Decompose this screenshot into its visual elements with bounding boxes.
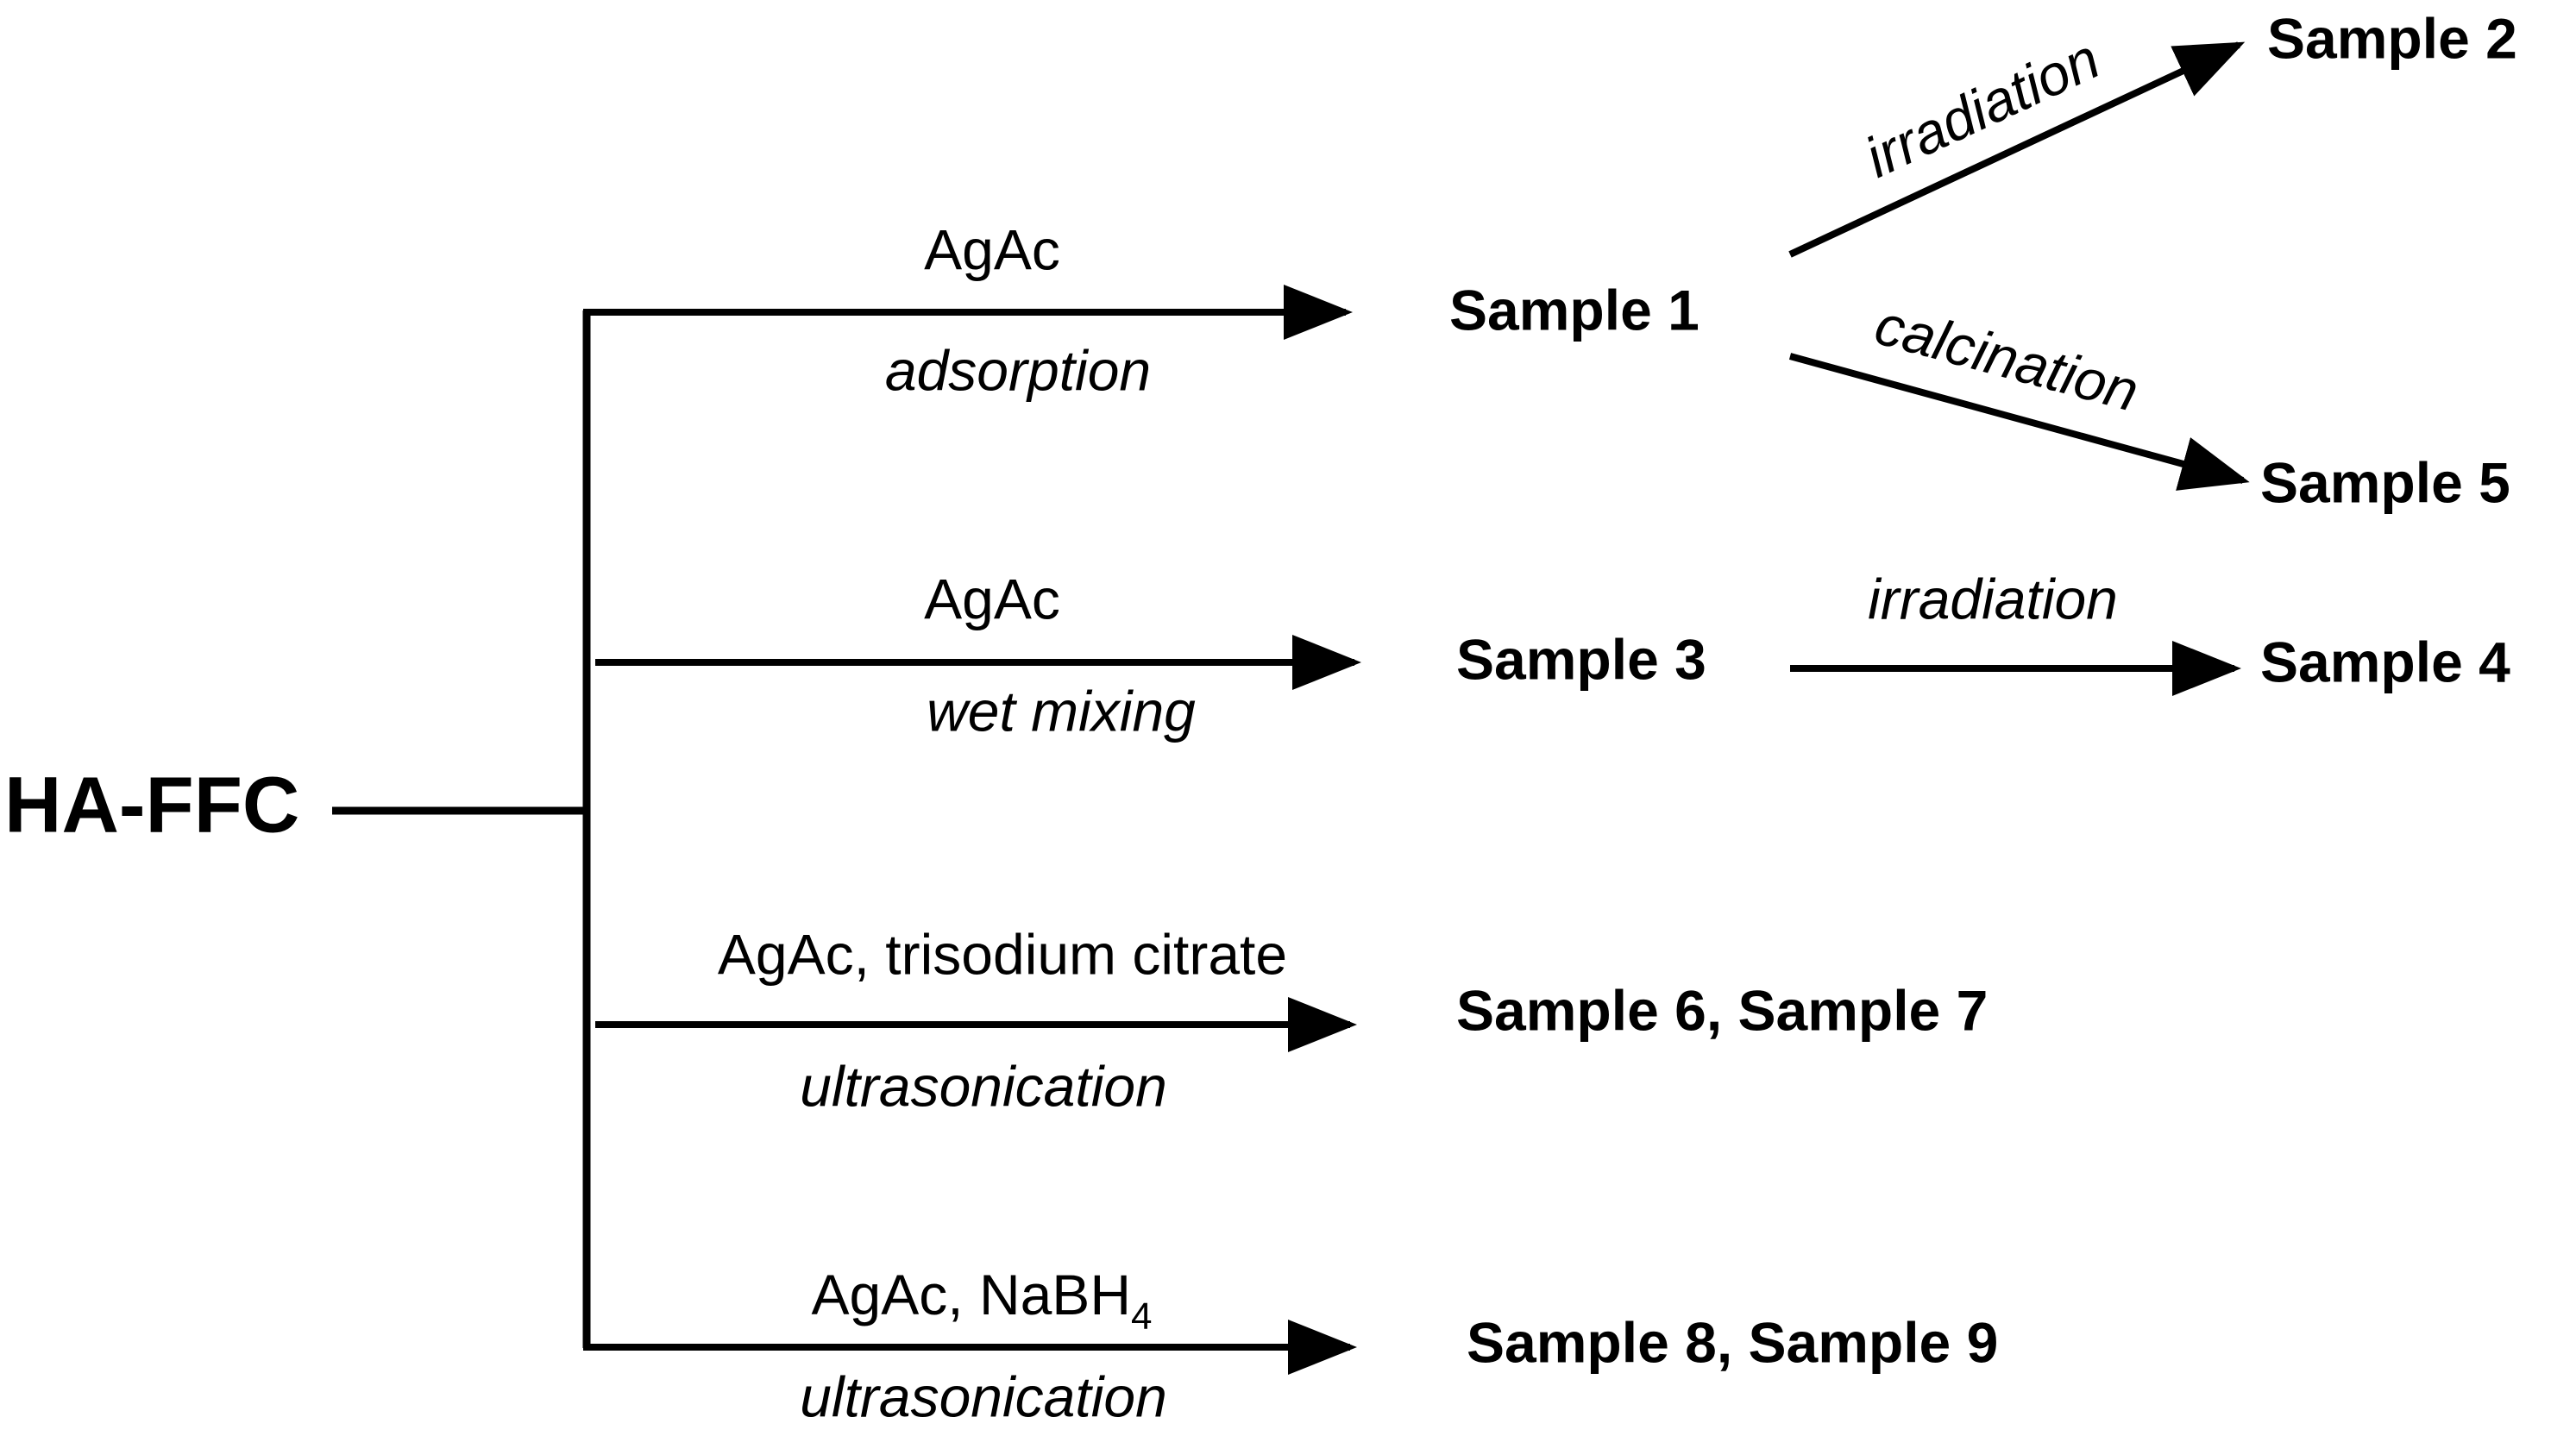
samples-8-9-label: Sample 8, Sample 9 bbox=[1467, 1310, 1998, 1374]
sample-2-label: Sample 2 bbox=[2267, 6, 2517, 70]
branch-3-reagent: AgAc, trisodium citrate bbox=[718, 922, 1287, 986]
irradiation-label-lower: irradiation bbox=[1868, 567, 2118, 630]
branch-2-reagent: AgAc bbox=[924, 567, 1060, 630]
calcination-arrow bbox=[1788, 353, 2250, 491]
sample-4-label: Sample 4 bbox=[2260, 630, 2510, 693]
samples-6-7-label: Sample 6, Sample 7 bbox=[1456, 978, 1988, 1042]
branch-2-process: wet mixing bbox=[927, 679, 1196, 743]
root-label: HA-FFC bbox=[4, 761, 299, 849]
irradiation-arrow-upper bbox=[1788, 41, 2246, 258]
branch-1-reagent: AgAc bbox=[924, 217, 1060, 281]
branch-1-process: adsorption bbox=[885, 338, 1151, 402]
calcination-label: calcination bbox=[1869, 292, 2145, 423]
sample-3-label: Sample 3 bbox=[1456, 627, 1706, 691]
branch-4-reagent: AgAc, NaBH4 bbox=[812, 1263, 1153, 1337]
sample-1-label: Sample 1 bbox=[1449, 278, 1700, 342]
branch-4-process: ultrasonication bbox=[800, 1364, 1167, 1428]
branch-4-reagent-subscript: 4 bbox=[1131, 1295, 1152, 1338]
branch-3-process: ultrasonication bbox=[800, 1054, 1167, 1118]
branch-4-reagent-main: AgAc, NaBH bbox=[812, 1263, 1131, 1326]
sample-5-label: Sample 5 bbox=[2260, 450, 2510, 514]
